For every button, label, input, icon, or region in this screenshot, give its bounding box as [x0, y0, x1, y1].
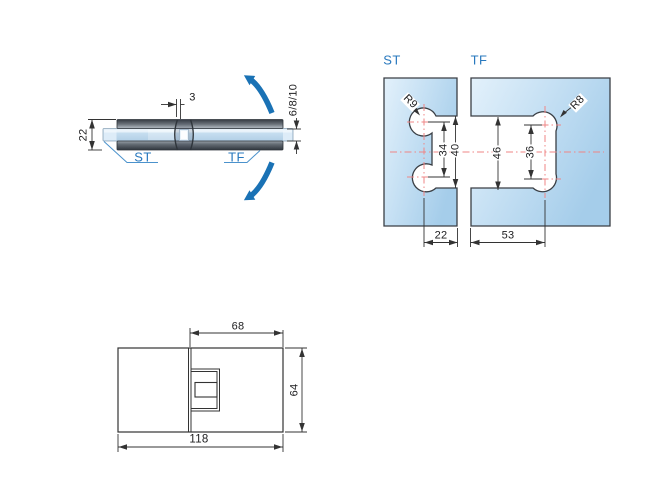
swing-arrow-down [243, 161, 275, 201]
bottom-clamp-plate [116, 140, 284, 151]
plan-view [117, 328, 307, 452]
panel-st-label: ST [383, 52, 401, 68]
side-st-label: ST [134, 149, 152, 164]
top-clamp-plate [116, 119, 284, 129]
glass-highlight [104, 129, 292, 133]
glass-left-tip [103, 129, 117, 141]
dim-stack-height [88, 119, 116, 151]
dim-body-height-value: 64 [288, 383, 301, 396]
dim-gap [161, 99, 185, 119]
dim-tf-recess-height-value: 36 [524, 144, 537, 160]
dim-offset-width [189, 328, 284, 347]
dim-tf-recess-height [524, 124, 542, 180]
glass-reflection [148, 129, 176, 140]
dim-total-width [117, 434, 284, 452]
dim-tf-cutout-height-value: 46 [491, 145, 503, 160]
dim-stack-height-value: 22 [77, 128, 90, 141]
dim-total-width-value: 118 [189, 433, 209, 446]
tf-panel-shape [470, 77, 611, 227]
label-leaders [103, 141, 261, 163]
plan-inner-lines [188, 348, 220, 432]
swing-arrow-up [243, 75, 275, 115]
dim-offset-width-value: 68 [231, 320, 245, 332]
panel-tf-label: TF [470, 52, 488, 68]
dim-glass-thickness-value: 6/8/10 [287, 82, 300, 118]
side-tf-label: TF [228, 149, 245, 164]
dim-st-cutout-depth-value: 22 [434, 229, 448, 241]
side-view [88, 75, 301, 201]
dim-st-cutout-height-value: 40 [449, 142, 461, 157]
dim-st-hole-pitch-value: 34 [437, 142, 449, 157]
dim-body-height [285, 347, 307, 433]
dim-tf-cutout-depth [470, 200, 546, 247]
glass-panels-view [383, 77, 611, 247]
dim-st-cutout-depth [423, 198, 458, 247]
glass-right-tip [283, 129, 293, 141]
dim-tf-cutout-depth-value: 53 [501, 229, 515, 241]
dim-gap-value: 3 [189, 91, 196, 103]
hinge-knuckle [174, 119, 194, 151]
dim-glass-thickness [287, 118, 301, 154]
